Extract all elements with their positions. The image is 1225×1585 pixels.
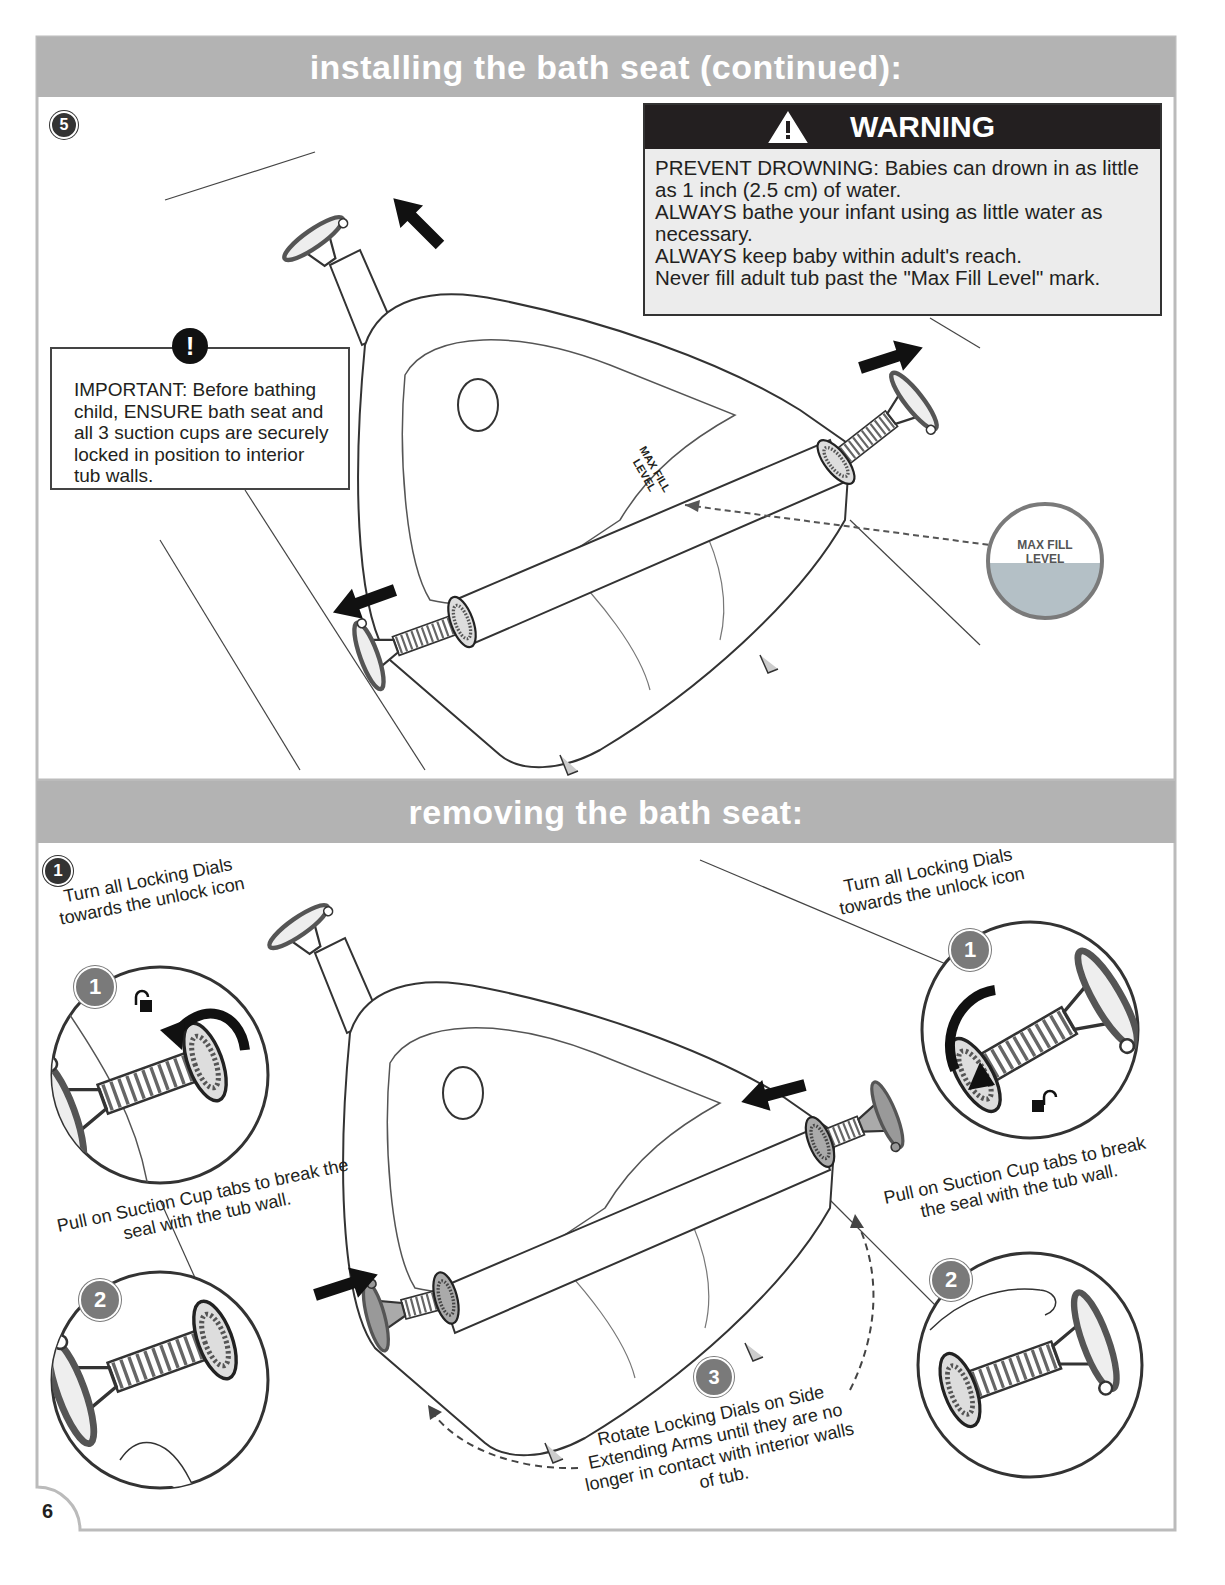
callout-number: 2 [79, 1279, 121, 1321]
warning-heading: WARNING [645, 105, 1160, 149]
installed-seat [382, 187, 451, 256]
warning-box: WARNING PREVENT DROWNING: Babies can drow… [643, 103, 1162, 316]
inset-unlock-right [968, 1062, 995, 1090]
fill-level-circle: MAX FILL LEVEL [986, 502, 1104, 620]
warning-text: ALWAYS keep baby within adult's reach. [645, 245, 1160, 267]
inset-unlock-left [29, 967, 268, 1200]
instruction-text: Pull on Suction Cup tabs to break the se… [871, 1130, 1163, 1231]
installed-seat [855, 332, 928, 383]
important-note: IMPORTANT: Before bathing child, ENSURE … [52, 349, 348, 487]
removal-seat [358, 1259, 466, 1353]
inset-unlock-right [1032, 1100, 1044, 1112]
installed-seat [328, 575, 401, 628]
removal-seat [737, 1070, 809, 1118]
removal-seat [265, 898, 346, 970]
inset-unlock-right [933, 945, 1148, 1134]
inset-pull-right [927, 1288, 1125, 1446]
installed-seat [685, 500, 700, 512]
tub-lines [165, 152, 315, 200]
removal-seat [315, 938, 835, 1463]
installed-seat [806, 368, 944, 498]
callout-number: 5 [50, 111, 78, 139]
inset-unlock-left [160, 1020, 185, 1050]
instruction-text: Turn all Locking Dials towards the unloc… [833, 842, 1028, 919]
inset-pull-right [927, 1288, 1125, 1446]
instruction-text: Turn all Locking Dials towards the unloc… [53, 852, 248, 929]
inset-unlock-right [922, 922, 1148, 1138]
callout-number: 1 [949, 929, 991, 971]
callout-number: 1 [74, 966, 116, 1008]
inset-pull-right [918, 1253, 1142, 1477]
inset-unlock-right [1044, 1091, 1056, 1105]
tub-lines [930, 318, 980, 348]
removal-seat [432, 1412, 578, 1468]
inset-pull-left [39, 1280, 250, 1448]
callout-number: 1 [43, 856, 73, 886]
removal-seat [797, 1079, 910, 1181]
inset-pull-right [918, 1253, 1142, 1477]
removal-seat [850, 1222, 873, 1390]
inset-unlock-left [29, 1000, 240, 1200]
callout-number: 3 [694, 1357, 734, 1397]
installed-seat [330, 250, 850, 775]
installed-seat [685, 505, 990, 545]
important-box: IMPORTANT: Before bathing child, ENSURE … [50, 347, 350, 490]
warning-text: PREVENT DROWNING: Babies can drown in as… [645, 157, 1160, 201]
page-number: 6 [42, 1500, 53, 1523]
fill-level-text: MAX FILL LEVEL [1007, 538, 1083, 566]
warning-text: Never fill adult tub past the "Max Fill … [645, 267, 1160, 289]
warning-text: ALWAYS bathe your infant using as little… [645, 201, 1160, 245]
installed-seat [280, 210, 361, 282]
inset-unlock-left [140, 1000, 152, 1012]
tub-lines [160, 540, 300, 770]
alert-icon: ! [172, 328, 208, 364]
inset-unlock-right [950, 990, 995, 1070]
inset-pull-left [39, 1272, 268, 1500]
section-title: installing the bath seat (continued): [37, 37, 1175, 97]
inset-pull-left [39, 1280, 250, 1500]
removal-seat [310, 1259, 383, 1310]
callout-number: 2 [930, 1259, 972, 1301]
tub-lines [850, 520, 980, 645]
inset-unlock-right [933, 945, 1148, 1134]
inset-unlock-left [136, 991, 148, 1005]
inset-unlock-left [175, 1014, 245, 1050]
removal-seat [265, 898, 910, 1468]
section-title: removing the bath seat: [37, 781, 1175, 843]
page-frame [37, 37, 1175, 1530]
inset-pull-left [120, 1443, 200, 1500]
inset-unlock-left [29, 1002, 240, 1170]
removal-seat [428, 1405, 442, 1420]
page-frame [37, 37, 1175, 1530]
removal-seat [850, 1214, 864, 1228]
section-band: installing the bath seat (continued): [37, 37, 1175, 97]
section-band: removing the bath seat: [37, 781, 1175, 843]
